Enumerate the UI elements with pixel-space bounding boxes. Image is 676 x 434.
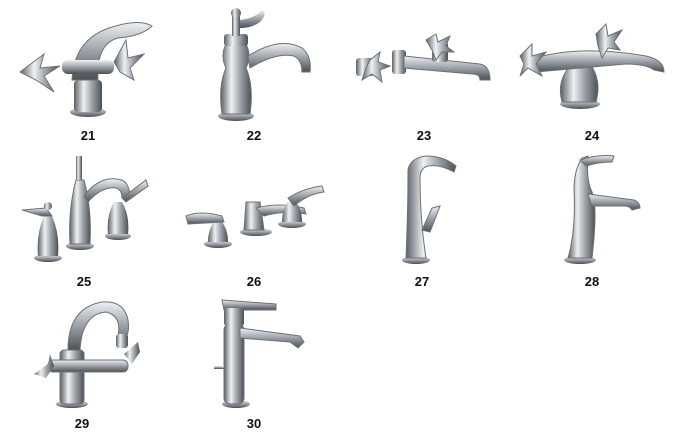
faucet-25: 25: [12, 150, 162, 290]
faucet-26-number: 26: [246, 274, 262, 289]
faucet-27-number: 27: [414, 274, 430, 289]
faucet-24-image: [519, 22, 665, 109]
faucet-24-number: 24: [584, 128, 600, 143]
faucet-21-number: 21: [80, 128, 96, 143]
faucet-28-image: [564, 155, 641, 264]
faucet-28: 28: [540, 150, 650, 290]
faucet-30-number: 30: [246, 416, 262, 431]
faucet-30-image: [214, 299, 305, 408]
faucet-21-image: [19, 22, 153, 117]
faucet-25-image: [21, 156, 149, 262]
faucet-29-number: 29: [74, 416, 90, 431]
faucet-23-image: [356, 33, 491, 84]
faucet-27-image: [402, 155, 457, 264]
faucet-22-image: [218, 8, 311, 121]
faucet-21: 21: [14, 10, 164, 145]
faucet-26-image: [185, 185, 325, 248]
faucet-24: 24: [516, 20, 666, 145]
faucet-27: 27: [372, 150, 472, 290]
faucet-28-number: 28: [584, 274, 600, 289]
faucet-25-number: 25: [76, 274, 92, 289]
faucet-23: 23: [352, 30, 502, 145]
faucet-30: 30: [200, 294, 320, 434]
faucet-29: 29: [28, 294, 158, 434]
faucet-29-image: [34, 301, 140, 408]
faucet-23-number: 23: [416, 128, 432, 143]
faucet-26: 26: [180, 180, 330, 290]
faucet-22-number: 22: [246, 128, 262, 143]
faucet-22: 22: [190, 6, 340, 145]
